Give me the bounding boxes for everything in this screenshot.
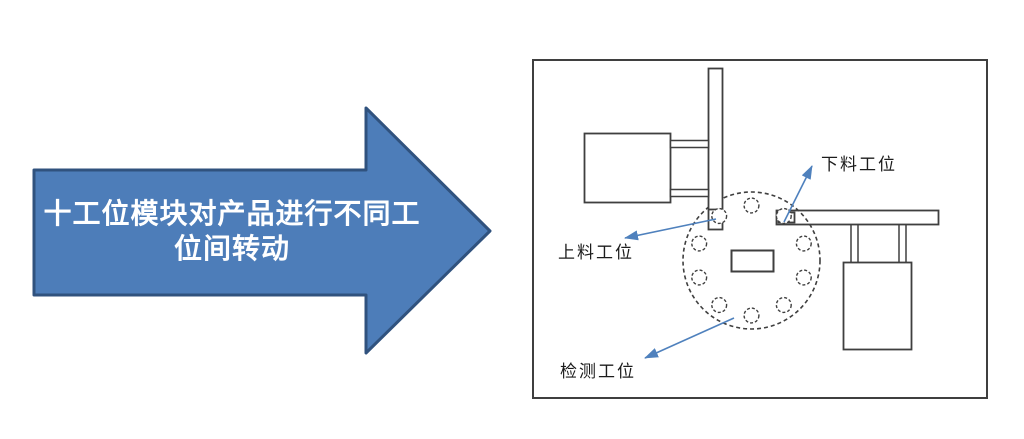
connector-unloading: [783, 165, 813, 223]
connector-inspection: [644, 317, 735, 359]
station-hole-10: [711, 207, 728, 225]
caption-line-2: 位间转动: [173, 234, 290, 265]
table-center-slot: [730, 249, 775, 273]
feeder-motor-block: [583, 132, 672, 204]
label-unloading-station: 下料工位: [821, 155, 897, 174]
label-loading-station: 上料工位: [558, 243, 634, 262]
process-arrow-caption: 十工位模块对产品进行不同工 位间转动: [30, 197, 434, 267]
gantry-column: [707, 67, 724, 231]
annotation-connectors: [624, 165, 813, 359]
station-hole-6: [743, 307, 760, 324]
station-hole-9: [691, 235, 708, 252]
station-holes: [691, 197, 812, 324]
unload-bin-box: [842, 261, 913, 351]
label-inspection-station: 检测工位: [560, 362, 636, 381]
station-hole-8: [691, 269, 708, 286]
station-hole-7: [711, 296, 728, 314]
station-hole-4: [795, 269, 812, 286]
station-hole-2: [775, 207, 792, 225]
arrow-shape: [32, 106, 492, 355]
connector-loading: [624, 218, 717, 241]
feeder-rail-lower: [669, 188, 710, 198]
station-hole-1: [743, 197, 760, 214]
station-hole-3: [795, 235, 812, 252]
caption-line-1: 十工位模块对产品进行不同工: [43, 199, 421, 230]
station-hole-5: [775, 296, 792, 314]
feeder-rail-upper: [669, 139, 710, 149]
